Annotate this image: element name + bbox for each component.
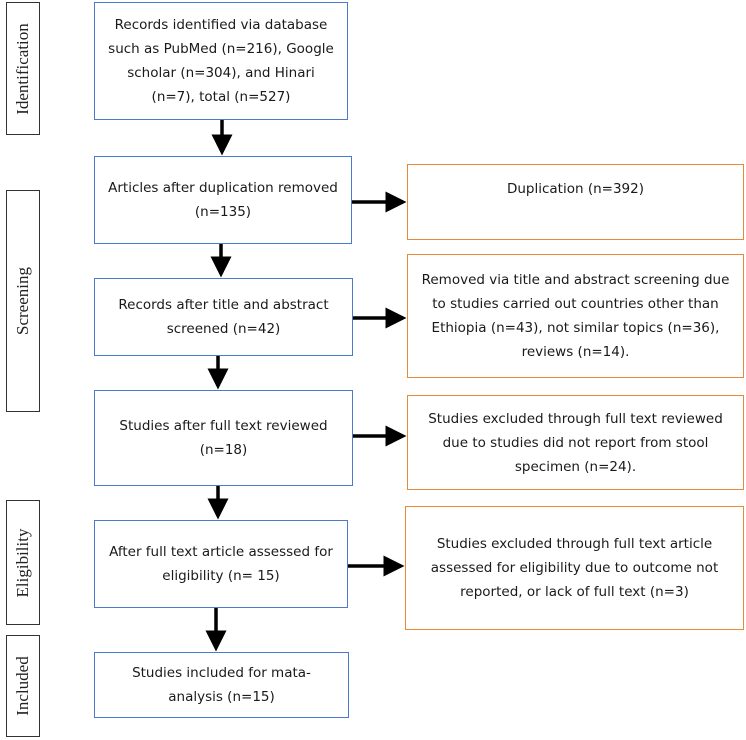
- phase-included-label: Included: [13, 656, 32, 716]
- studies-included-box: Studies included for mata-analysis (n=15…: [94, 652, 349, 718]
- duplication-excluded-text: Duplication (n=392): [506, 181, 645, 197]
- eligibility-excluded-box: Studies excluded through full text artic…: [405, 506, 744, 630]
- phase-included: Included: [6, 635, 40, 737]
- phase-eligibility: Eligibility: [6, 500, 40, 625]
- eligibility-excluded-text: Studies excluded through full text artic…: [430, 536, 719, 600]
- phase-screening-label: Screening: [13, 267, 32, 335]
- title-abstract-excluded-text: Removed via title and abstract screening…: [421, 272, 730, 360]
- after-full-text-box: Studies after full text reviewed (n=18): [94, 390, 353, 486]
- after-title-abstract-text: Records after title and abstract screene…: [118, 297, 329, 337]
- records-identified-text: Records identified via database such as …: [108, 17, 334, 105]
- duplication-excluded-box: Duplication (n=392): [407, 164, 744, 240]
- title-abstract-excluded-box: Removed via title and abstract screening…: [407, 254, 744, 378]
- phase-eligibility-label: Eligibility: [13, 528, 32, 597]
- studies-included-text: Studies included for mata-analysis (n=15…: [132, 665, 311, 705]
- records-identified-box: Records identified via database such as …: [94, 2, 348, 120]
- full-text-excluded-box: Studies excluded through full text revie…: [407, 395, 744, 490]
- after-eligibility-box: After full text article assessed for eli…: [94, 520, 348, 608]
- full-text-excluded-text: Studies excluded through full text revie…: [428, 410, 723, 475]
- after-duplication-box: Articles after duplication removed (n=13…: [94, 156, 352, 244]
- after-duplication-text: Articles after duplication removed (n=13…: [108, 180, 338, 220]
- after-eligibility-text: After full text article assessed for eli…: [109, 544, 333, 584]
- phase-screening: Screening: [6, 190, 40, 412]
- phase-identification: Identification: [6, 2, 40, 135]
- phase-identification-label: Identification: [13, 22, 32, 115]
- after-title-abstract-box: Records after title and abstract screene…: [94, 278, 353, 356]
- after-full-text-text: Studies after full text reviewed (n=18): [119, 418, 328, 458]
